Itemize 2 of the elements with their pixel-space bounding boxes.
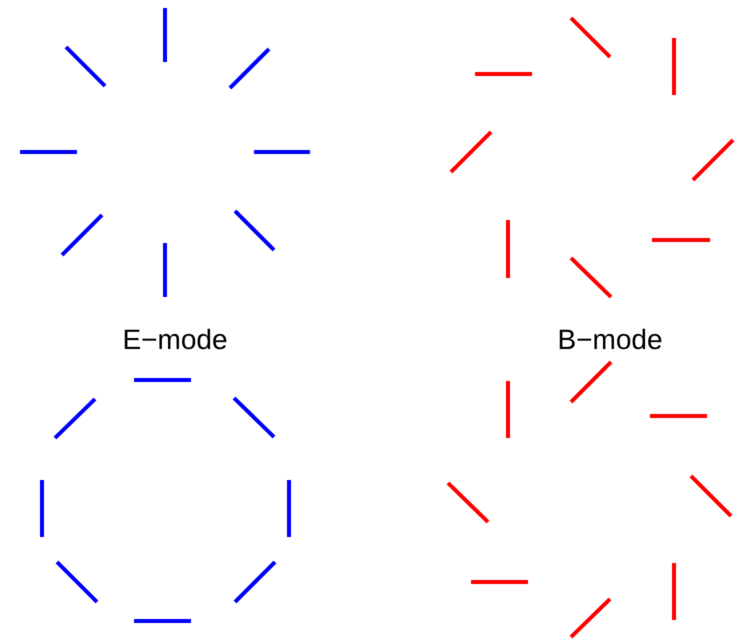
pattern-label: B−mode: [557, 326, 663, 354]
pattern-label: E−mode: [122, 326, 228, 354]
